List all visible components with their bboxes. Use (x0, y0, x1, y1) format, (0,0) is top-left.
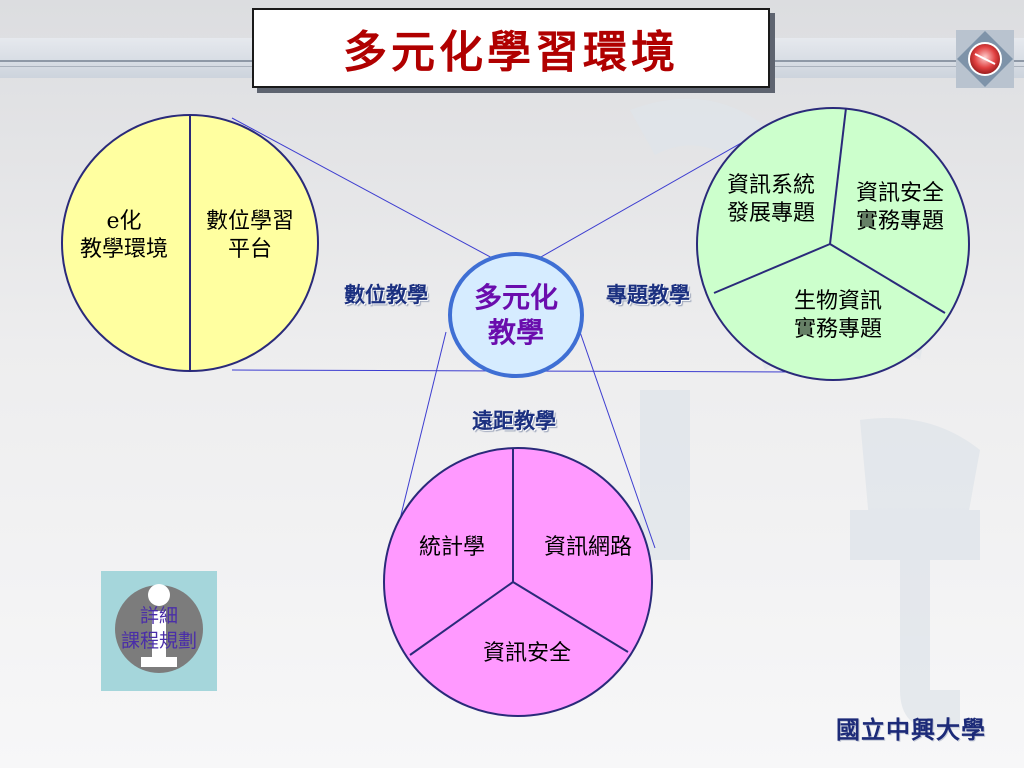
right-seg3-line2: 實務專題 (793, 316, 882, 342)
center-hub (448, 252, 584, 378)
left-circle (61, 114, 319, 372)
detail-button-label: 詳細 課程規劃 (101, 604, 217, 653)
center-line1: 多元化 (473, 281, 558, 314)
left-seg1-line1: e化 (106, 209, 142, 234)
title-box: 多元化學習環境 (252, 8, 770, 88)
right-seg1-line2: 發展專題 (726, 200, 815, 226)
left-seg-digital-platform: 數位學習 平台 (192, 208, 308, 263)
detail-course-plan-button[interactable]: 詳細 課程規劃 (101, 571, 217, 691)
right-seg-bioinformatics: 生物資訊 實務專題 (776, 288, 900, 343)
right-seg3-line1: 生物資訊 (793, 289, 882, 314)
right-seg2-line1: 資訊安全 (855, 181, 944, 206)
right-circle (696, 107, 970, 381)
right-seg-security-practice: 資訊安全 實務專題 (838, 180, 962, 235)
detail-line1: 詳細 (139, 605, 178, 627)
label-digital-teaching: 數位教學 (344, 282, 428, 307)
info-icon (115, 584, 203, 673)
bottom-seg-network: 資訊網路 (543, 535, 632, 560)
bottom-seg-statistics: 統計學 (418, 535, 485, 560)
center-hub-label: 多元化 教學 (450, 280, 582, 350)
page-title: 多元化學習環境 (343, 27, 679, 78)
left-seg-e-environment: e化 教學環境 (62, 208, 186, 263)
right-seg-system-development: 資訊系統 發展專題 (709, 172, 833, 227)
left-seg2-line1: 數位學習 (205, 209, 294, 234)
right-seg1-line1: 資訊系統 (726, 173, 815, 198)
label-project-teaching: 專題教學 (606, 282, 690, 307)
left-seg2-line2: 平台 (227, 236, 272, 262)
bottom-seg-security: 資訊安全 (482, 641, 571, 666)
detail-line2: 課程規劃 (120, 629, 197, 652)
right-seg2-line2: 實務專題 (855, 208, 944, 234)
center-line2: 教學 (487, 316, 544, 349)
label-distance-teaching: 遠距教學 (472, 408, 556, 433)
university-name: 國立中興大學 (836, 715, 986, 744)
university-logo-icon (956, 30, 1014, 88)
bottom-circle (383, 447, 653, 717)
link-line-bottom-right (579, 331, 656, 549)
left-seg1-line2: 教學環境 (79, 236, 168, 262)
